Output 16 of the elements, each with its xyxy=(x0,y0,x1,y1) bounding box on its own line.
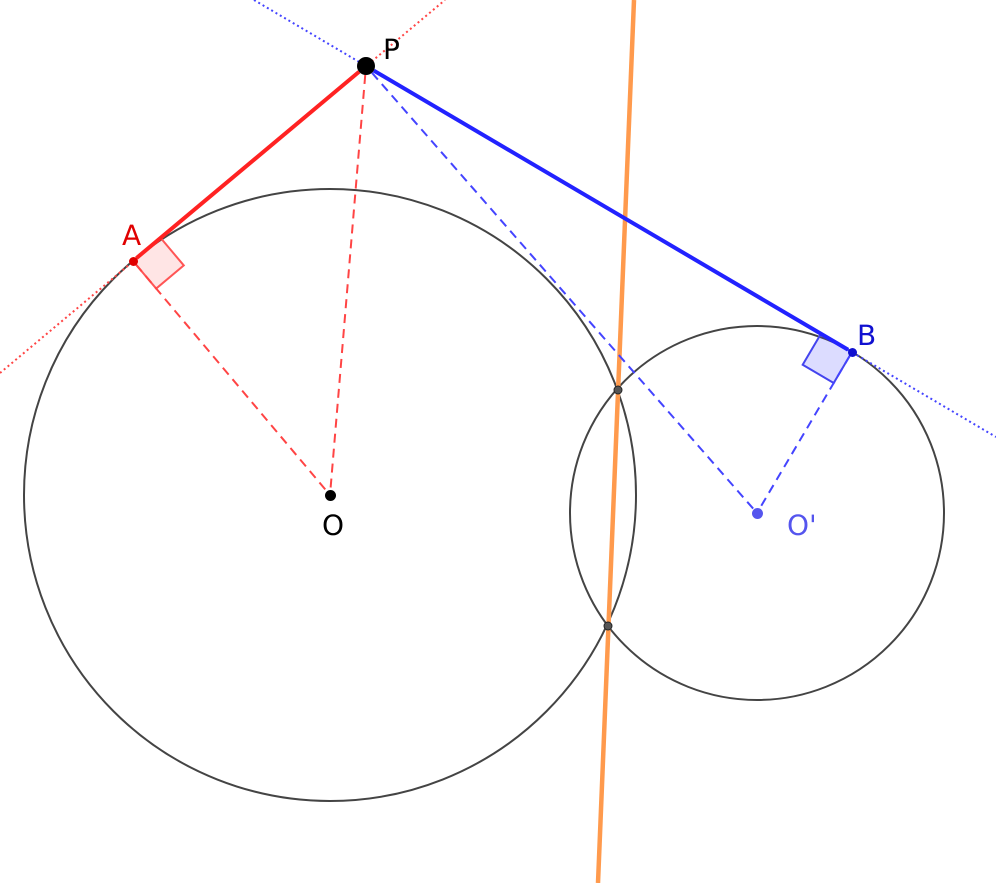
point-label: A xyxy=(122,222,142,250)
point-dot xyxy=(848,348,856,356)
point-dot xyxy=(752,508,762,518)
point-dot xyxy=(128,256,138,266)
dashed-segment xyxy=(329,74,366,490)
point-label: P xyxy=(383,36,400,64)
dashed-segment xyxy=(371,72,754,510)
point-label: B xyxy=(857,322,876,350)
point-dot xyxy=(324,490,336,500)
point-label: O xyxy=(322,512,344,540)
dashed-segment xyxy=(135,264,328,492)
point-dot xyxy=(357,57,375,75)
point-label: O' xyxy=(787,512,817,540)
segment xyxy=(372,68,850,352)
segment xyxy=(135,70,360,260)
dashed-segment xyxy=(758,355,851,509)
